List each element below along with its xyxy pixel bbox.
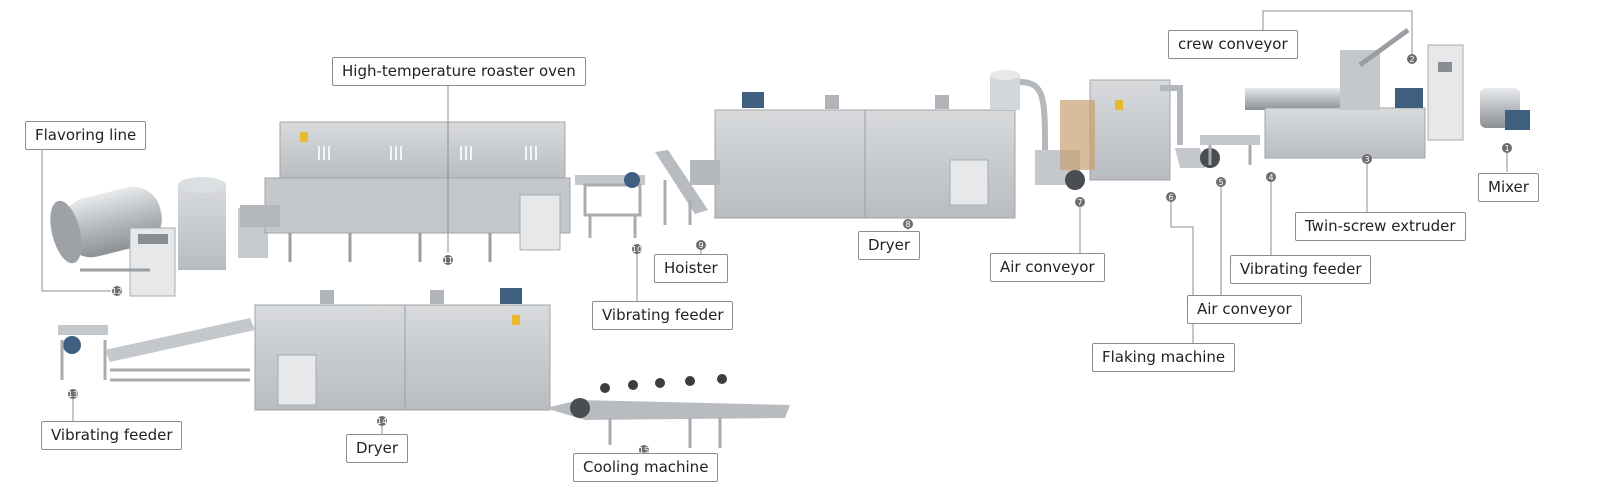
label-hoister: Hoister xyxy=(654,254,728,283)
label-flaking-machine: Flaking machine xyxy=(1092,343,1236,372)
label-dryer-14: Dryer xyxy=(346,434,408,463)
marker-5-number: 5 xyxy=(1218,178,1223,187)
marker-6 xyxy=(1166,192,1176,202)
marker-4 xyxy=(1266,172,1276,182)
marker-2 xyxy=(1407,54,1417,64)
number-markers xyxy=(68,54,1512,455)
label-flavoring-line: Flavoring line xyxy=(25,121,147,150)
vibrating-feeder-10-machine xyxy=(575,172,645,238)
marker-1 xyxy=(1502,143,1512,153)
marker-10 xyxy=(632,244,642,254)
marker-11-number: 11 xyxy=(443,256,453,265)
cooling-machine xyxy=(545,374,790,448)
marker-9-number: 9 xyxy=(698,241,703,250)
marker-6-number: 6 xyxy=(1168,193,1173,202)
vibrating-feeder-4-machine xyxy=(1200,135,1260,165)
dryer-8-machine xyxy=(690,70,1020,219)
marker-1-number: 1 xyxy=(1504,144,1509,153)
marker-2-number: 2 xyxy=(1409,55,1414,64)
label-vibrating-feeder-4: Vibrating feeder xyxy=(1230,255,1372,284)
label-screw-conveyor: crew conveyor xyxy=(1168,30,1298,59)
flaking-machine xyxy=(1060,79,1183,181)
marker-15-number: 15 xyxy=(639,446,649,455)
twin-screw-extruder-machine xyxy=(1245,44,1464,159)
marker-3-number: 3 xyxy=(1364,155,1369,164)
marker-7 xyxy=(1075,197,1085,207)
marker-14-number: 14 xyxy=(377,417,387,426)
label-vibrating-feeder-10: Vibrating feeder xyxy=(592,301,734,330)
dryer-14-conveyor xyxy=(105,318,255,382)
marker-7-number: 7 xyxy=(1077,198,1082,207)
label-air-conveyor-5: Air conveyor xyxy=(1187,295,1302,324)
marker-10-number: 10 xyxy=(632,245,642,254)
mixer-machine xyxy=(1480,88,1530,130)
marker-8-number: 8 xyxy=(905,220,910,229)
label-dryer-8: Dryer xyxy=(858,231,920,260)
marker-9 xyxy=(696,240,706,250)
screw-conveyor-machine xyxy=(1358,27,1410,68)
label-roaster-oven: High-temperature roaster oven xyxy=(332,57,586,86)
marker-4-number: 4 xyxy=(1268,173,1273,182)
leader-lines xyxy=(41,10,1508,453)
marker-5 xyxy=(1216,177,1226,187)
marker-13 xyxy=(68,389,78,399)
marker-14 xyxy=(377,416,387,426)
flavoring-line-machine xyxy=(50,177,268,297)
label-twin-screw-extruder: Twin-screw extruder xyxy=(1295,212,1466,241)
label-cooling-machine: Cooling machine xyxy=(573,453,719,482)
hoister-machine xyxy=(655,150,708,225)
air-conveyor-7-machine xyxy=(1019,79,1085,190)
label-mixer: Mixer xyxy=(1478,173,1539,202)
marker-13-number: 13 xyxy=(68,390,78,399)
label-air-conveyor-7: Air conveyor xyxy=(990,253,1105,282)
marker-12 xyxy=(112,286,122,296)
roaster-oven-machine xyxy=(240,121,571,262)
marker-8 xyxy=(903,219,913,229)
vibrating-feeder-13-machine xyxy=(58,325,108,380)
dryer-14-machine xyxy=(254,288,551,411)
marker-numbers: 1 2 3 4 5 6 7 8 9 10 11 12 13 14 15 xyxy=(68,55,1510,455)
marker-11 xyxy=(443,255,453,265)
marker-12-number: 12 xyxy=(112,287,122,296)
air-conveyor-5-machine xyxy=(1175,148,1220,168)
label-vibrating-feeder-13: Vibrating feeder xyxy=(41,421,183,450)
marker-3 xyxy=(1362,154,1372,164)
marker-15 xyxy=(639,445,649,455)
